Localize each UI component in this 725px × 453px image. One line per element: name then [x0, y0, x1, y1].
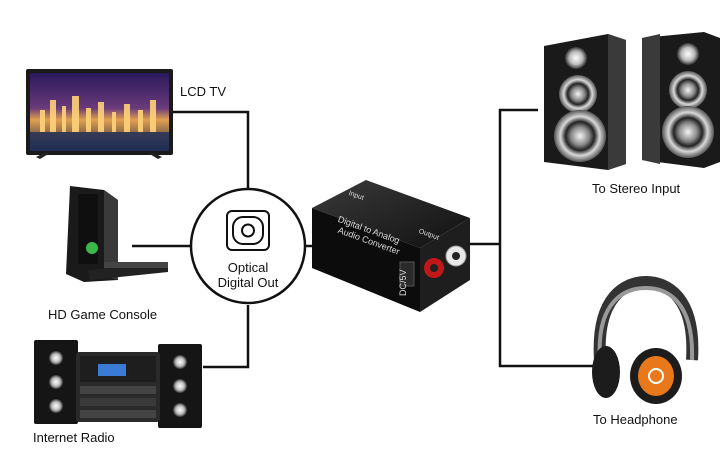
hub-label-line1: Optical	[227, 260, 269, 275]
optical-port-icon	[226, 210, 270, 251]
rca-red-icon	[424, 258, 444, 278]
optical-hub	[189, 187, 307, 305]
stereo-label: To Stereo Input	[592, 181, 681, 196]
internet-radio-image	[34, 340, 202, 428]
stereo-speakers-image	[544, 32, 720, 170]
converter-box-image	[312, 180, 470, 312]
stereo-line	[498, 108, 538, 244]
connection-lines	[132, 108, 595, 369]
lcd-tv-image	[26, 69, 173, 159]
headphones-image	[592, 275, 699, 404]
lcd-tv-label: LCD TV	[180, 84, 226, 99]
headphone-line	[498, 244, 595, 368]
internet-radio-label: Internet Radio	[33, 430, 115, 445]
converter-power-label: DC/5V	[398, 269, 408, 296]
game-console-label: HD Game Console	[48, 307, 158, 322]
game-console-image	[66, 186, 168, 282]
hub-label-line2: Digital Out	[217, 275, 279, 290]
radio-line	[203, 305, 250, 369]
rca-white-icon	[445, 245, 467, 267]
headphone-label: To Headphone	[593, 412, 678, 427]
dc-jack-icon	[399, 261, 415, 287]
tv-line	[172, 110, 250, 188]
